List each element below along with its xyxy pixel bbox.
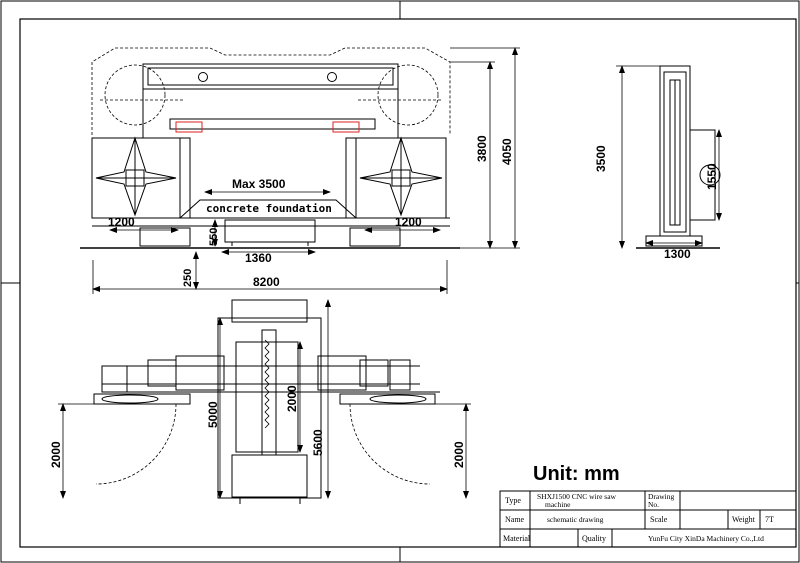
gap-label: 250 [182,269,194,287]
plan-door-right-label: 2000 [452,441,466,468]
scale-label: Scale [650,515,668,524]
type-value-line2: machine [545,500,571,509]
unit-label: Unit: mm [533,463,620,485]
left-offset-label: 1200 [108,215,135,229]
plan-length-label: 5600 [311,429,325,456]
plan-view-labels: 5000 2000 5600 2000 2000 [49,385,466,468]
side-view [636,65,721,249]
foundation-label: concrete foundation [206,202,332,215]
weight-label: Weight [732,515,756,524]
title-block [499,490,797,548]
name-label: Name [505,515,525,524]
plan-view [93,299,440,504]
quality-label: Quality [582,534,606,543]
front-view [80,47,460,249]
side-view-labels: 3500 1550 1300 [594,145,719,261]
plan-door-left-label: 2000 [49,441,63,468]
total-width-label: 8200 [253,275,280,289]
type-value-line1: SHXJ1500 CNC wire saw [537,492,617,501]
type-label: Type [505,496,521,505]
side-base-label: 1300 [664,247,691,261]
side-height-label: 3500 [594,145,608,172]
outer-height-label: 4050 [500,138,514,165]
front-view-labels: Max 3500 concrete foundation 1200 1200 5… [108,135,514,289]
company-name: YunFu City XinDa Machinery Co.,Ltd [648,534,764,543]
drawing-label-line1: Drawing [648,492,674,501]
title-block-text: Type SHXJ1500 CNC wire saw machine Drawi… [503,492,774,543]
side-view-dimensions [616,65,722,249]
drawing-label-line2: No. [648,500,659,509]
material-label: Material [503,534,531,543]
weight-value: 7T [765,515,774,524]
plan-depth-label: 5000 [206,401,220,428]
plan-view-dimensions [58,299,471,499]
depth-label: 550 [208,228,220,246]
front-view-dimensions [92,47,520,294]
plan-travel-label: 2000 [285,385,299,412]
side-column-label: 1550 [705,163,719,190]
foundation-width-label: 1360 [245,251,272,265]
max-span-label: Max 3500 [232,177,286,191]
inner-height-label: 3800 [475,135,489,162]
name-value: schematic drawing [547,515,604,524]
right-offset-label: 1200 [395,215,422,229]
